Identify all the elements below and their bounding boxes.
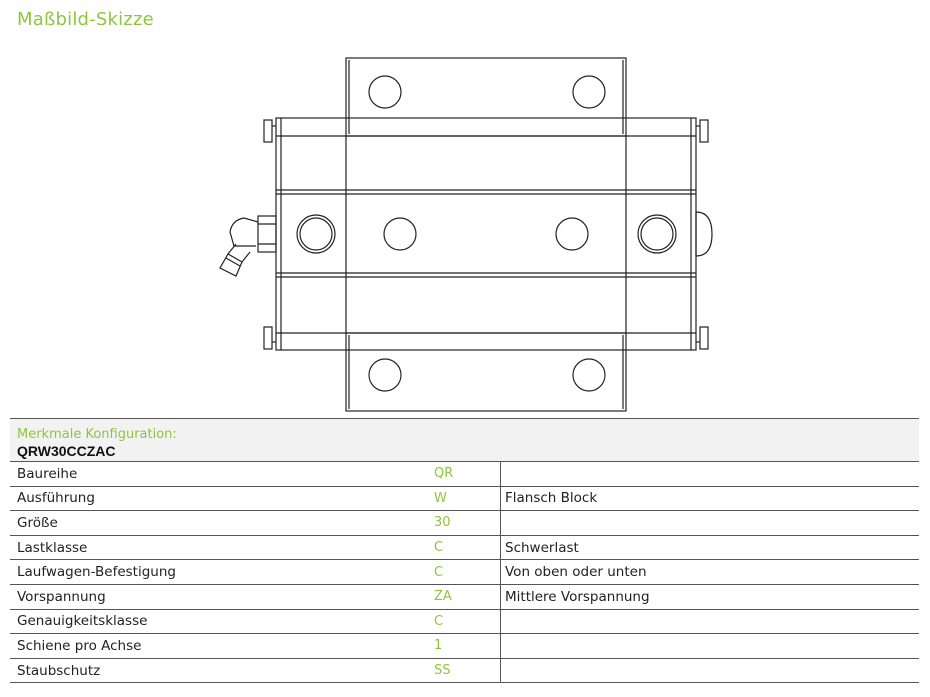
feature-name: Vorspannung [10,583,426,610]
bottom-flange [345,332,627,412]
feature-code: QR [426,461,501,487]
feature-name: Laufwagen-Befestigung [10,559,426,585]
feature-description: Schwerlast [500,534,919,560]
table-row: Lastklasse C Schwerlast [10,534,919,560]
feature-description [500,633,919,659]
mounting-hole [368,358,402,392]
configuration-table: Merkmale Konfiguration: QRW30CCZAC Baure… [10,418,919,684]
feature-table: Baureihe QR Ausführung W Flansch Block G… [10,461,919,684]
carriage-body [275,117,697,351]
table-row: Vorspannung ZA Mittlere Vorspannung [10,583,919,610]
feature-description [500,510,919,536]
feature-name: Baureihe [10,461,426,487]
feature-name: Staubschutz [10,657,426,684]
feature-code: ZA [426,583,501,610]
feature-code: C [426,559,501,585]
end-plug [695,211,713,257]
grease-nipple [219,215,277,277]
feature-name: Lastklasse [10,534,426,560]
feature-description [500,608,919,634]
configuration-label: Merkmale Konfiguration: [17,427,177,442]
feature-code: W [426,485,501,511]
feature-code: C [426,534,501,560]
feature-name: Größe [10,510,426,536]
table-row: Baureihe QR [10,461,919,487]
feature-name: Genauigkeitsklasse [10,608,426,634]
mounting-hole [368,75,402,109]
feature-description [500,657,919,684]
mounting-hole [383,217,417,251]
dimension-sketch [219,57,713,412]
feature-description: Mittlere Vorspannung [500,583,919,610]
mounting-hole [555,217,589,251]
table-row: Genauigkeitsklasse C [10,608,919,634]
mounting-hole [572,358,606,392]
feature-code: SS [426,657,501,684]
table-row: Größe 30 [10,510,919,536]
feature-name: Ausführung [10,485,426,511]
table-row: Staubschutz SS [10,657,919,684]
mounting-hole [572,75,606,109]
table-row: Schiene pro Achse 1 [10,633,919,659]
feature-code: C [426,608,501,634]
feature-description: Von oben oder unten [500,559,919,585]
feature-name: Schiene pro Achse [10,633,426,659]
table-row: Laufwagen-Befestigung C Von oben oder un… [10,559,919,585]
feature-code: 1 [426,633,501,659]
mounting-hole [296,214,336,254]
feature-description: Flansch Block [500,485,919,511]
table-row: Ausführung W Flansch Block [10,485,919,511]
configuration-code: QRW30CCZAC [17,443,116,459]
page-title: Maßbild-Skizze [17,9,154,30]
mounting-hole [637,214,677,254]
top-flange [345,57,627,137]
configuration-header: Merkmale Konfiguration: QRW30CCZAC [10,418,919,461]
feature-code: 30 [426,510,501,536]
feature-description [500,461,919,487]
